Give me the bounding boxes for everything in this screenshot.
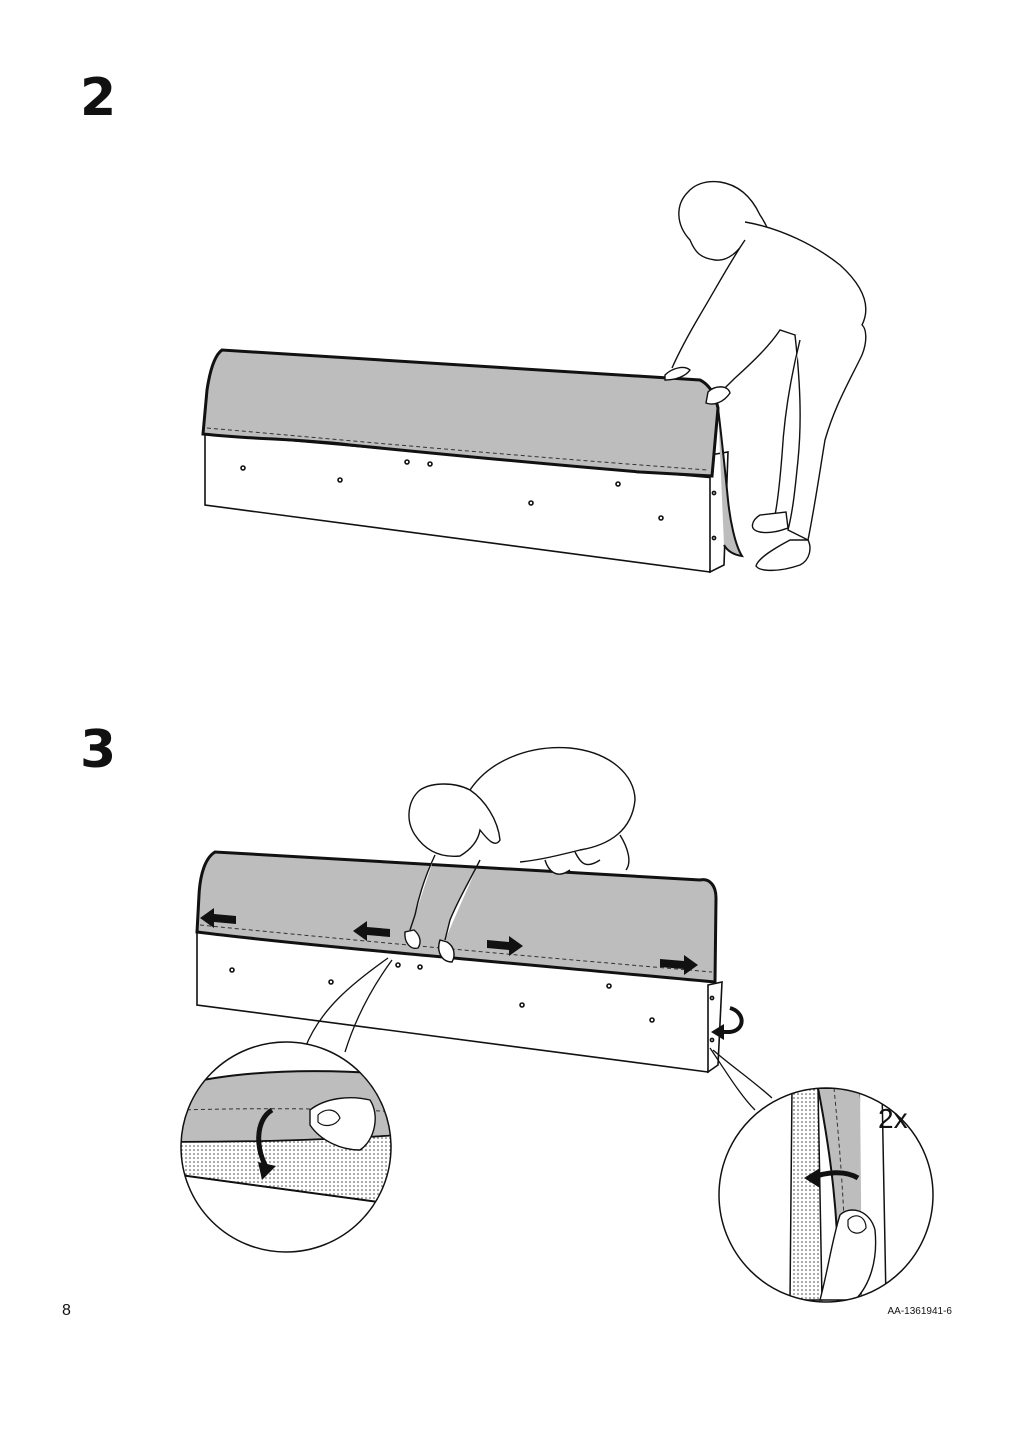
step-3-illustration: 2x (180, 746, 934, 1303)
step-2-illustration (201, 180, 867, 574)
person-icon (404, 746, 636, 963)
step-number: 3 (80, 720, 117, 780)
step-number: 2 (80, 68, 117, 128)
arrow-right-icon (660, 955, 698, 975)
rotate-arrow-icon (711, 1006, 744, 1040)
detail-zoom-icon (180, 1041, 392, 1253)
detail-zoom-icon: 2x (718, 1087, 934, 1303)
detail-count-label: 2x (878, 1103, 908, 1134)
document-code: AA-1361941-6 (887, 1306, 953, 1317)
page-number: 8 (62, 1302, 71, 1319)
fabric-cover-icon (201, 348, 745, 558)
arrow-left-icon (353, 921, 390, 941)
arrow-left-icon (200, 908, 236, 928)
fabric-cover-icon (195, 850, 718, 984)
detail-zoom-icon (304, 957, 773, 1111)
person-icon (664, 180, 867, 572)
arrow-right-icon (487, 936, 523, 956)
